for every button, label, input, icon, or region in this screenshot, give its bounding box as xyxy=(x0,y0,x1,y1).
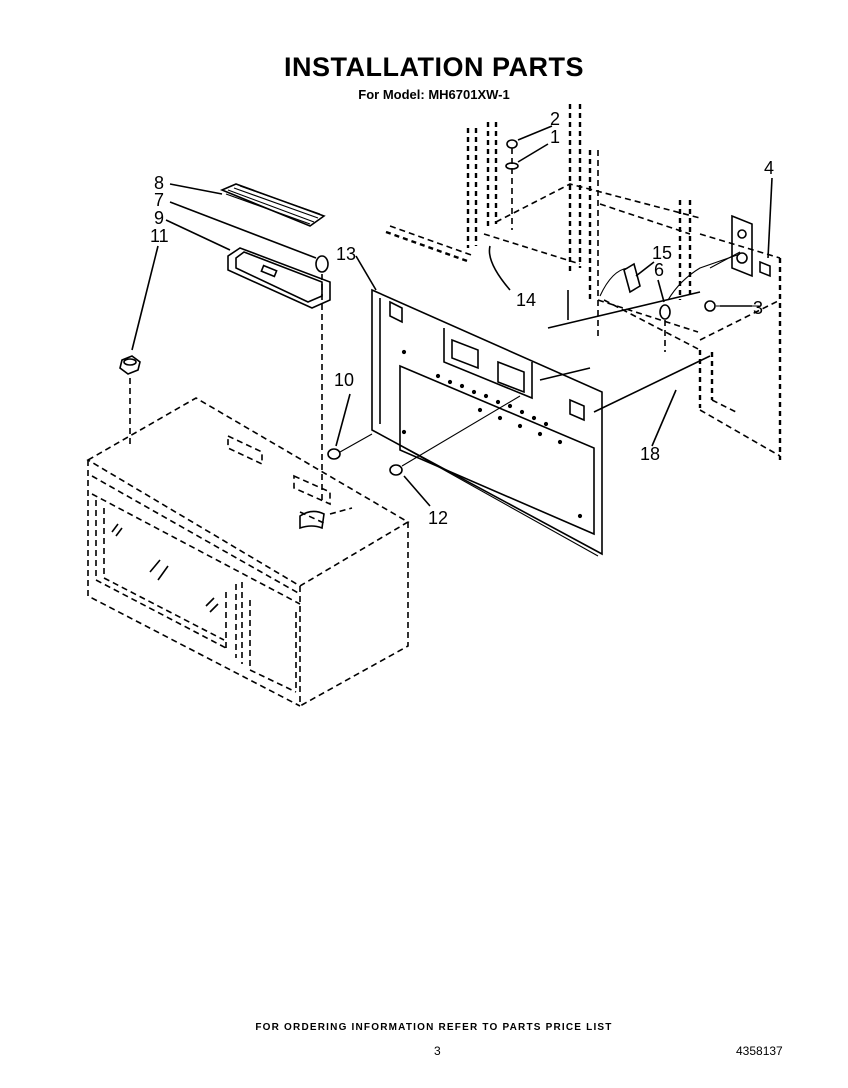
callout-13: 13 xyxy=(336,244,356,264)
callout-14: 14 xyxy=(516,290,536,310)
page-number: 3 xyxy=(434,1044,441,1058)
wall-cabinet-outline xyxy=(385,104,782,460)
callout-12: 12 xyxy=(428,508,448,528)
callout-7: 7 xyxy=(154,190,164,210)
callout-3: 3 xyxy=(753,298,763,318)
screw-part-7 xyxy=(315,255,329,500)
callout-9: 9 xyxy=(154,208,164,228)
callout-6: 6 xyxy=(654,260,664,280)
callout-4: 4 xyxy=(764,158,774,178)
cabinet-hardware xyxy=(505,139,760,352)
callout-1: 1 xyxy=(550,127,560,147)
screw-part-10 xyxy=(327,433,373,460)
wall-plate xyxy=(709,214,771,278)
callout-2: 2 xyxy=(550,109,560,129)
document-number: 4358137 xyxy=(736,1044,783,1058)
callout-labels: 1 2 3 4 6 7 8 9 10 11 12 13 14 15 18 xyxy=(150,109,774,528)
callout-10: 10 xyxy=(334,370,354,390)
grille-part-8 xyxy=(219,183,326,227)
callout-8: 8 xyxy=(154,173,164,193)
ordering-notice: FOR ORDERING INFORMATION REFER TO PARTS … xyxy=(255,1022,613,1033)
screw-part-12 xyxy=(389,395,521,476)
callout-15: 15 xyxy=(652,243,672,263)
callout-18: 18 xyxy=(640,444,660,464)
mounting-plate-panel xyxy=(371,288,711,557)
nut-part-11 xyxy=(119,355,141,446)
leader-lines xyxy=(131,125,773,507)
model-subtitle: For Model: MH6701XW-1 xyxy=(358,87,510,102)
callout-11: 11 xyxy=(150,226,169,246)
page-title: INSTALLATION PARTS xyxy=(284,52,584,82)
microwave-oven-outline xyxy=(86,397,410,707)
